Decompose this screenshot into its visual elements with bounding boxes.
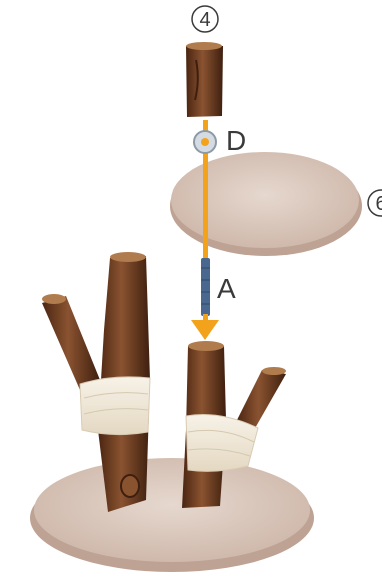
rod-label: A xyxy=(217,273,236,304)
base-platform xyxy=(30,458,314,572)
wood-knot xyxy=(121,475,139,497)
rod-socket xyxy=(188,341,224,351)
top-platform xyxy=(170,152,362,256)
right-branch xyxy=(236,370,286,430)
top-wood-piece xyxy=(186,42,223,117)
left-branch-short xyxy=(42,296,100,390)
washer xyxy=(194,131,216,153)
left-sisal-wrap xyxy=(80,377,150,435)
rod-threaded-segment xyxy=(201,258,210,316)
washer-label: D xyxy=(226,125,246,156)
part-4-callout: 4 xyxy=(192,6,218,32)
part-6-callout: 6 xyxy=(368,190,382,216)
down-arrow-icon xyxy=(191,320,219,340)
part-6-label: 6 xyxy=(375,193,382,215)
right-sisal-wrap xyxy=(186,415,258,472)
part-4-label: 4 xyxy=(199,9,210,31)
